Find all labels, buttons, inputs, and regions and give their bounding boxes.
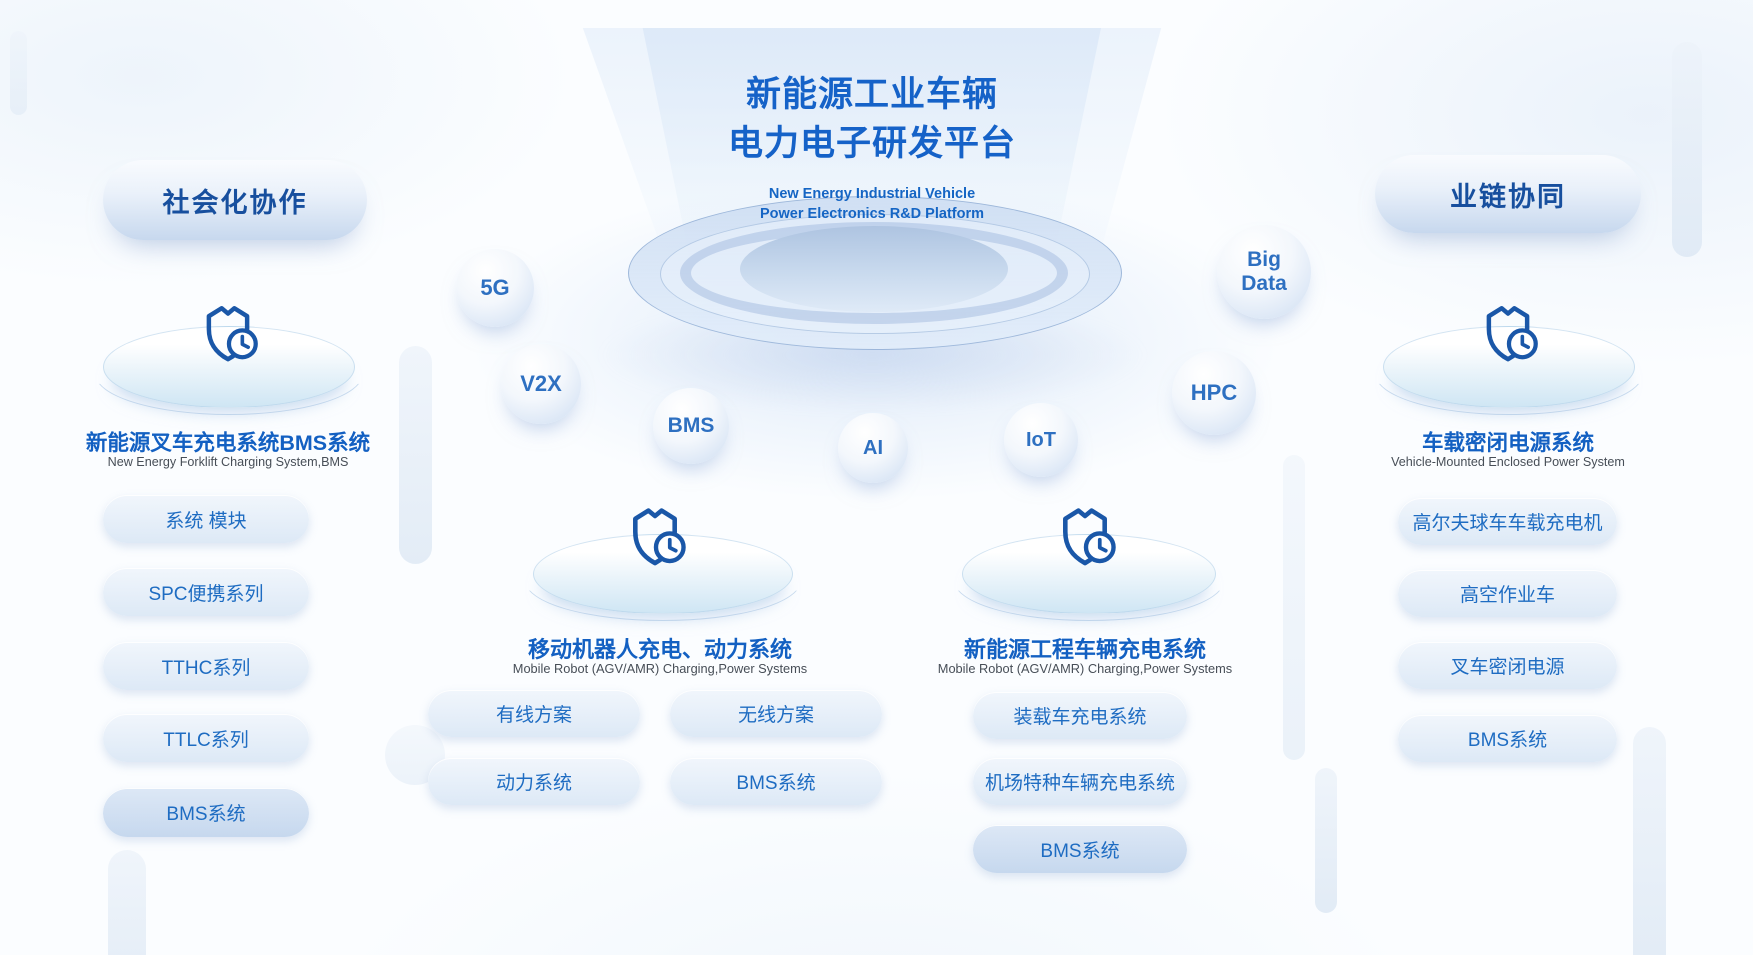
tech-bubble-label: AI [863, 436, 883, 459]
category-pill[interactable]: BMS系统 [670, 758, 882, 805]
center-left-subtitle: Mobile Robot (AGV/AMR) Charging,Power Sy… [512, 661, 808, 676]
left-panel-header[interactable]: 社会化协作 [103, 160, 367, 240]
tech-bubble-label: BMS [667, 414, 715, 438]
tech-bubble-5g: 5G [456, 249, 534, 327]
platform-subtitle-line1: New Energy Industrial Vehicle [768, 186, 976, 202]
category-pill[interactable]: 无线方案 [670, 690, 882, 737]
category-pill[interactable]: 叉车密闭电源 [1398, 642, 1617, 689]
category-pill-label: 系统 模块 [165, 510, 247, 532]
decor-capsule [108, 850, 146, 955]
category-pill[interactable]: 装载车充电系统 [973, 692, 1187, 739]
category-pill-label: 机场特种车辆充电系统 [984, 773, 1175, 794]
center-left-title: 移动机器人充电、动力系统 [527, 637, 792, 662]
category-pill-label: SPC便携系列 [148, 583, 264, 605]
category-pill-label: BMS系统 [166, 804, 246, 825]
category-pill-label: 高尔夫球车车载充电机 [1412, 513, 1603, 534]
shield-clock-icon [620, 498, 690, 568]
category-pill-label: BMS系统 [1040, 840, 1120, 862]
tech-bubble-label: 5G [480, 274, 510, 300]
decor-capsule [1283, 455, 1305, 760]
category-pill[interactable]: 高空作业车 [1398, 570, 1617, 617]
category-pill-label: TTLC系列 [163, 729, 249, 751]
tech-bubble-label: IoT [1026, 428, 1056, 451]
tech-bubble-ai: AI [838, 413, 908, 483]
category-pill[interactable]: 高尔夫球车车载充电机 [1398, 498, 1617, 545]
category-pill-label: TTHC系列 [161, 657, 251, 679]
left-group-title: 新能源叉车充电系统BMS系统 [85, 431, 371, 455]
category-pill[interactable]: 系统 模块 [103, 495, 309, 543]
decor-capsule [399, 346, 432, 564]
category-pill[interactable]: 动力系统 [428, 758, 640, 805]
tech-bubble-hpc: HPC [1172, 351, 1256, 435]
category-pill-label: 高空作业车 [1459, 585, 1555, 606]
category-pill[interactable]: 机场特种车辆充电系统 [973, 758, 1187, 805]
tech-bubble-v2x: V2X [501, 344, 581, 424]
right-panel-header-label: 业链协同 [1450, 181, 1566, 212]
platform-subtitle: New Energy Industrial Vehicle Power Elec… [622, 184, 1122, 224]
category-pill[interactable]: BMS系统 [1398, 715, 1617, 762]
platform-core [740, 226, 1008, 312]
decor-capsule [1633, 727, 1666, 955]
category-pill-label: BMS系统 [1467, 730, 1548, 751]
tech-bubble-iot: IoT [1004, 403, 1078, 477]
right-group-title: 车载密闭电源系统 [1421, 431, 1594, 455]
category-pill-label: 有线方案 [495, 705, 572, 726]
category-pill-label: 无线方案 [737, 705, 814, 726]
category-pill[interactable]: 有线方案 [428, 690, 640, 737]
tech-bubble-label: Big Data [1241, 248, 1287, 295]
category-pill[interactable]: TTHC系列 [103, 642, 309, 690]
tech-bubble-bms: BMS [653, 388, 729, 464]
shield-clock-icon [1474, 296, 1542, 364]
decor-capsule [1315, 768, 1337, 913]
platform-subtitle-line2: Power Electronics R&D Platform [760, 206, 984, 222]
category-pill-label: 装载车充电系统 [1013, 707, 1147, 728]
right-panel-header[interactable]: 业链协同 [1375, 155, 1641, 233]
category-pill[interactable]: SPC便携系列 [103, 568, 309, 616]
category-pill[interactable]: BMS系统 [973, 825, 1187, 873]
tech-bubble-label: HPC [1190, 379, 1238, 405]
decor-capsule [1672, 42, 1702, 257]
center-right-title: 新能源工程车辆充电系统 [963, 637, 1206, 662]
tech-bubble-label: V2X [520, 370, 562, 396]
shield-clock-icon [194, 296, 262, 364]
left-group-subtitle: New Energy Forklift Charging System,BMS [107, 455, 349, 469]
platform-title: 新能源工业车辆 电力电子研发平台 [572, 70, 1172, 168]
right-group-subtitle: Vehicle-Mounted Enclosed Power System [1391, 455, 1625, 469]
tech-bubble-bigdata: Big Data [1217, 225, 1311, 319]
shield-clock-icon [1050, 498, 1120, 568]
center-right-subtitle: Mobile Robot (AGV/AMR) Charging,Power Sy… [937, 661, 1233, 676]
left-panel-header-label: 社会化协作 [162, 187, 308, 218]
category-pill-label: 动力系统 [495, 773, 572, 794]
category-pill[interactable]: TTLC系列 [103, 714, 309, 762]
decor-capsule [10, 31, 27, 115]
platform-title-line1: 新能源工业车辆 [745, 75, 998, 114]
category-pill-label: 叉车密闭电源 [1450, 657, 1565, 678]
category-pill-label: BMS系统 [736, 773, 816, 794]
platform-title-line2: 电力电子研发平台 [727, 124, 1016, 163]
category-pill[interactable]: BMS系统 [103, 788, 309, 837]
